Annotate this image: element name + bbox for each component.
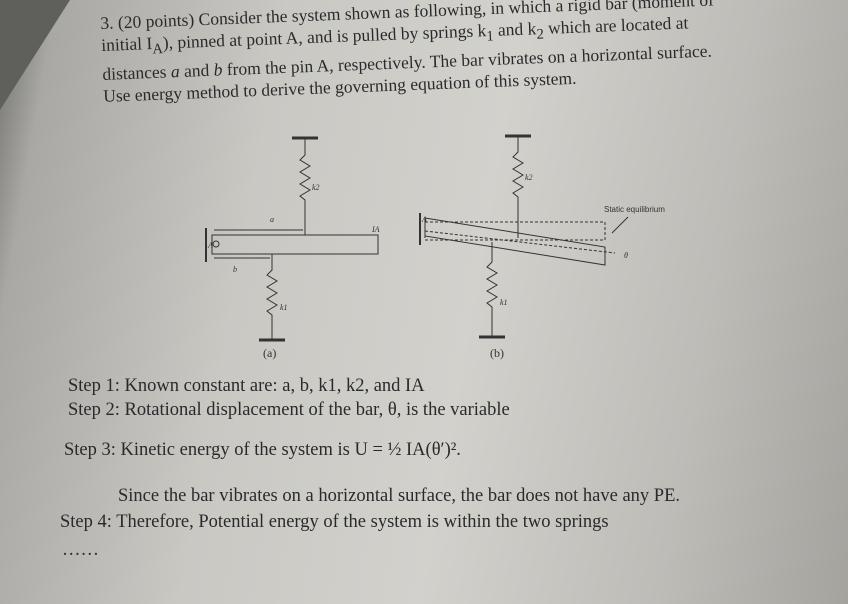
spring-k1-b — [486, 242, 498, 337]
label-k2-b: k2 — [525, 173, 533, 182]
label-A-b: A — [421, 215, 427, 224]
label-k1-a: k1 — [280, 303, 288, 312]
spring-k2-a — [299, 138, 311, 235]
centerline — [424, 230, 616, 254]
pe-note: Since the bar vibrates on a horizontal s… — [118, 486, 681, 506]
spring-k1-a — [266, 254, 278, 340]
bar-a — [211, 234, 379, 255]
step-2: Step 2: Rotational displacement of the b… — [68, 400, 510, 420]
spring-k2-b — [512, 136, 524, 238]
arrow-static — [611, 216, 629, 234]
step-4: Step 4: Therefore, Potential energy of t… — [60, 512, 609, 532]
label-static-equilibrium: Static equilibrium — [604, 205, 665, 214]
label-theta: θ — [624, 251, 628, 260]
caption-b: (b) — [490, 346, 504, 360]
step-3: Step 3: Kinetic energy of the system is … — [64, 440, 461, 460]
photo-shadow — [0, 0, 70, 110]
label-k2-a: k2 — [312, 183, 320, 192]
step-1: Step 1: Known constant are: a, b, k1, k2… — [68, 376, 425, 396]
label-a: a — [270, 215, 274, 224]
label-IA: IA — [371, 225, 380, 234]
pin-a — [212, 240, 220, 248]
caption-a: (a) — [263, 346, 276, 360]
ellipsis: …… — [62, 540, 99, 560]
label-b: b — [233, 265, 237, 274]
label-A-a: A — [207, 241, 213, 250]
label-k1-b: k1 — [500, 298, 508, 307]
bar-b-equilibrium — [424, 221, 606, 241]
